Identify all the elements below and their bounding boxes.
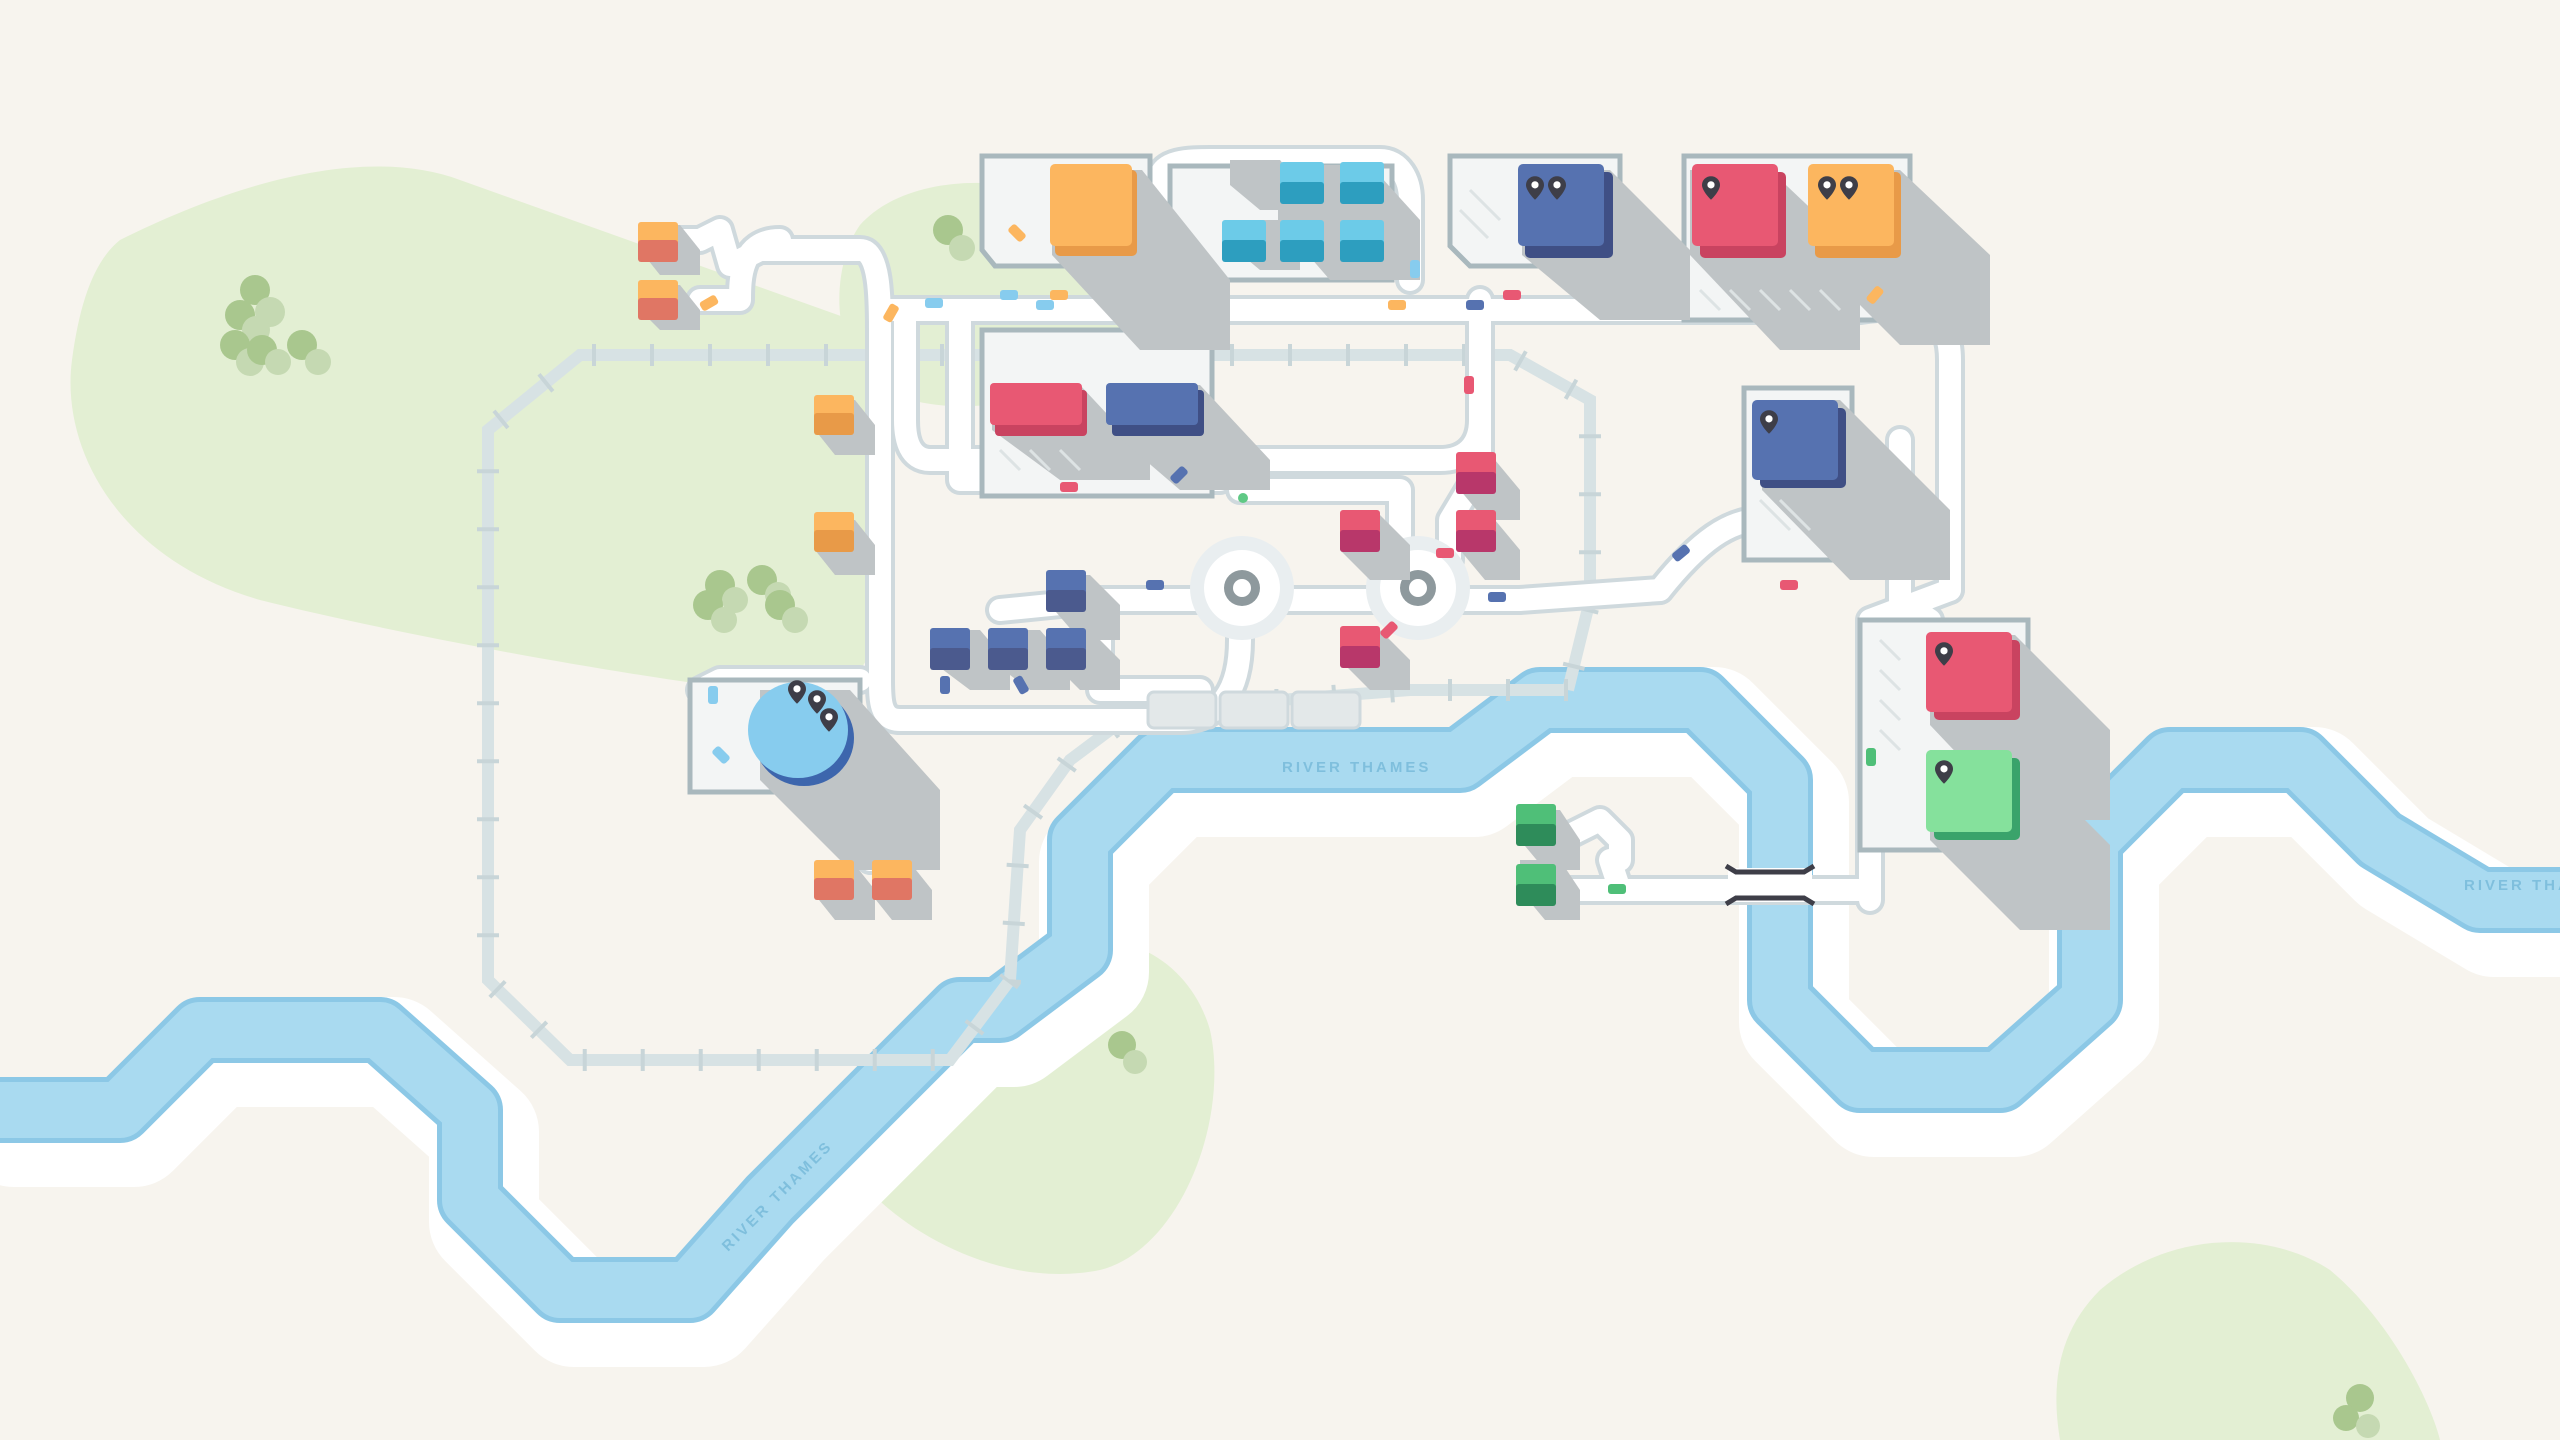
house-cyan[interactable]	[1340, 162, 1384, 204]
river-label: RIVER THAMES	[1282, 759, 1431, 776]
car[interactable]	[1007, 223, 1027, 243]
house-navy[interactable]	[1046, 570, 1086, 612]
building-orange-northeast[interactable]	[1808, 164, 1901, 258]
trees	[220, 215, 2380, 1438]
car[interactable]	[1050, 290, 1068, 300]
house-orange[interactable]	[638, 222, 678, 262]
building-red-east[interactable]	[1926, 632, 2020, 720]
building-lightblue-dome[interactable]	[748, 680, 854, 786]
bridge-icon[interactable]	[1724, 863, 1816, 907]
house-cyan[interactable]	[1340, 220, 1384, 262]
house-cyan[interactable]	[1280, 220, 1324, 262]
rail-sleepers	[477, 344, 1601, 1071]
tree-icon	[933, 215, 975, 261]
tree-icon	[287, 330, 331, 375]
house-red[interactable]	[1456, 452, 1496, 494]
park-southeast	[2056, 1242, 2440, 1440]
river-water	[0, 672, 2560, 1318]
car[interactable]	[1146, 580, 1164, 590]
building-blue-center[interactable]	[1106, 383, 1204, 436]
car[interactable]	[1436, 548, 1454, 558]
tree-icon	[693, 590, 737, 633]
house-navy[interactable]	[988, 628, 1028, 670]
car[interactable]	[940, 676, 950, 694]
house-green[interactable]	[1516, 804, 1556, 846]
tree-icon	[765, 590, 808, 633]
car[interactable]	[711, 745, 731, 765]
building-navy-north[interactable]	[1518, 164, 1613, 258]
park-south	[860, 939, 1215, 1274]
building-orange-north[interactable]	[1050, 164, 1137, 256]
car[interactable]	[1608, 884, 1626, 894]
house-orange[interactable]	[814, 395, 854, 435]
house-red[interactable]	[1340, 626, 1380, 668]
car[interactable]	[1488, 592, 1506, 602]
car[interactable]	[1503, 290, 1521, 300]
tree-icon	[220, 330, 264, 376]
house-orange[interactable]	[872, 860, 912, 900]
roundabout-west[interactable]	[1190, 536, 1294, 640]
car[interactable]	[1169, 465, 1189, 485]
building-red-center[interactable]	[990, 383, 1087, 436]
car[interactable]	[1000, 290, 1018, 300]
river-thames	[0, 667, 2560, 1367]
house-navy[interactable]	[930, 628, 970, 670]
car[interactable]	[1060, 482, 1078, 492]
tree-icon	[2333, 1384, 2380, 1438]
car[interactable]	[1671, 543, 1691, 562]
car[interactable]	[1036, 300, 1054, 310]
house-cyan[interactable]	[1280, 162, 1324, 204]
building-blue-east[interactable]	[1752, 400, 1846, 488]
lot-markings	[998, 188, 1902, 752]
car[interactable]	[1012, 675, 1030, 696]
car[interactable]	[1865, 285, 1884, 305]
houses	[638, 162, 1556, 906]
car[interactable]	[1388, 300, 1406, 310]
house-orange[interactable]	[638, 280, 678, 320]
house-green[interactable]	[1516, 864, 1556, 906]
car[interactable]	[1466, 300, 1484, 310]
train-station[interactable]	[1146, 690, 1362, 730]
house-orange[interactable]	[814, 860, 854, 900]
car[interactable]	[925, 298, 943, 308]
car[interactable]	[699, 294, 720, 312]
car[interactable]	[1866, 748, 1876, 766]
tree-icon	[247, 335, 291, 375]
car[interactable]	[1464, 376, 1474, 394]
car[interactable]	[882, 303, 900, 324]
river-label: RIVER THAMES	[2464, 877, 2560, 894]
car[interactable]	[1379, 620, 1399, 640]
house-red[interactable]	[1456, 510, 1496, 552]
house-orange[interactable]	[814, 512, 854, 552]
house-navy[interactable]	[1046, 628, 1086, 670]
car[interactable]	[1780, 580, 1798, 590]
building-green-east[interactable]	[1926, 750, 2020, 840]
buildings-destinations	[748, 164, 2020, 840]
car[interactable]	[708, 686, 718, 704]
building-red-north[interactable]	[1692, 164, 1786, 258]
house-red[interactable]	[1340, 510, 1380, 552]
tree-icon	[1108, 1031, 1147, 1074]
house-cyan[interactable]	[1222, 220, 1266, 262]
cars	[699, 223, 1884, 894]
car[interactable]	[1410, 260, 1420, 278]
